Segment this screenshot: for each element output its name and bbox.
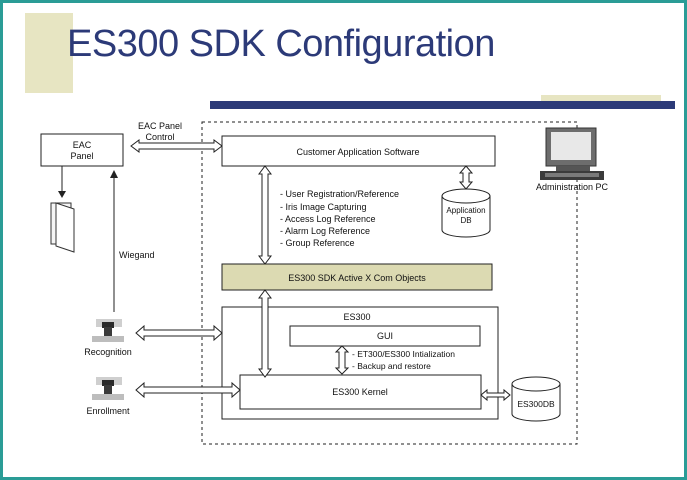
application-db-label: Application — [446, 206, 485, 215]
wiegand-arrow-head — [110, 170, 118, 178]
recognition-label: Recognition — [84, 347, 132, 357]
sdk-function-item: - User Registration/Reference — [280, 189, 399, 199]
gui-kernel-arrow — [334, 345, 350, 375]
administration-pc-label: Administration PC — [536, 182, 609, 192]
sdk-function-item: - Access Log Reference — [280, 214, 376, 224]
iris-camera-icon — [92, 377, 124, 400]
es300-label: ES300 — [343, 312, 370, 322]
sdk-function-item: - Iris Image Capturing — [280, 202, 367, 212]
eac-panel-label-2: Panel — [70, 151, 93, 161]
eac-control-label-2: Control — [145, 132, 174, 142]
kernel-db-arrow — [480, 388, 511, 402]
application-db-label-2: DB — [460, 216, 471, 225]
sdk-function-item: - Group Reference — [280, 238, 355, 248]
wiegand-label: Wiegand — [119, 250, 155, 260]
sdk-function-item: - Alarm Log Reference — [280, 226, 370, 236]
door-icon — [50, 202, 75, 253]
computer-icon — [540, 127, 604, 180]
kernel-function-item: - Backup and restore — [352, 361, 431, 371]
title-accent-block — [25, 13, 73, 93]
enrollment-arrow — [135, 381, 241, 399]
customer-app-label: Customer Application Software — [296, 147, 419, 157]
application-db: Application DB — [441, 188, 491, 238]
sdk-functions-list: - User Registration/Reference - Iris Ima… — [280, 189, 399, 248]
gui-box — [289, 325, 481, 347]
app-db-arrow — [458, 165, 474, 190]
es300-kernel-box — [239, 374, 482, 410]
title-rule — [210, 101, 675, 109]
slide-title: ES300 SDK Configuration — [67, 23, 495, 65]
sdk-objects-box — [221, 263, 493, 291]
es300-kernel-label: ES300 Kernel — [332, 387, 388, 397]
customer-app-box — [221, 135, 496, 167]
es300db-label: ES300DB — [517, 399, 555, 409]
sdk-kernel-arrow — [258, 289, 272, 378]
eac-panel-label: EAC — [73, 140, 92, 150]
door-arrow-head — [58, 191, 66, 198]
eac-control-label: EAC Panel — [138, 121, 182, 131]
sdk-objects-label: ES300 SDK Active X Com Objects — [288, 273, 426, 283]
kernel-function-item: - ET300/ES300 Intialization — [352, 349, 455, 359]
eac-panel-box — [40, 133, 124, 167]
app-sdk-arrow — [258, 165, 272, 265]
recognition-arrow — [135, 324, 223, 342]
enrollment-label: Enrollment — [86, 406, 130, 416]
gui-label: GUI — [377, 331, 393, 341]
system-boundary — [201, 121, 578, 445]
es300db: ES300DB — [511, 376, 561, 422]
iris-camera-icon — [92, 319, 124, 342]
